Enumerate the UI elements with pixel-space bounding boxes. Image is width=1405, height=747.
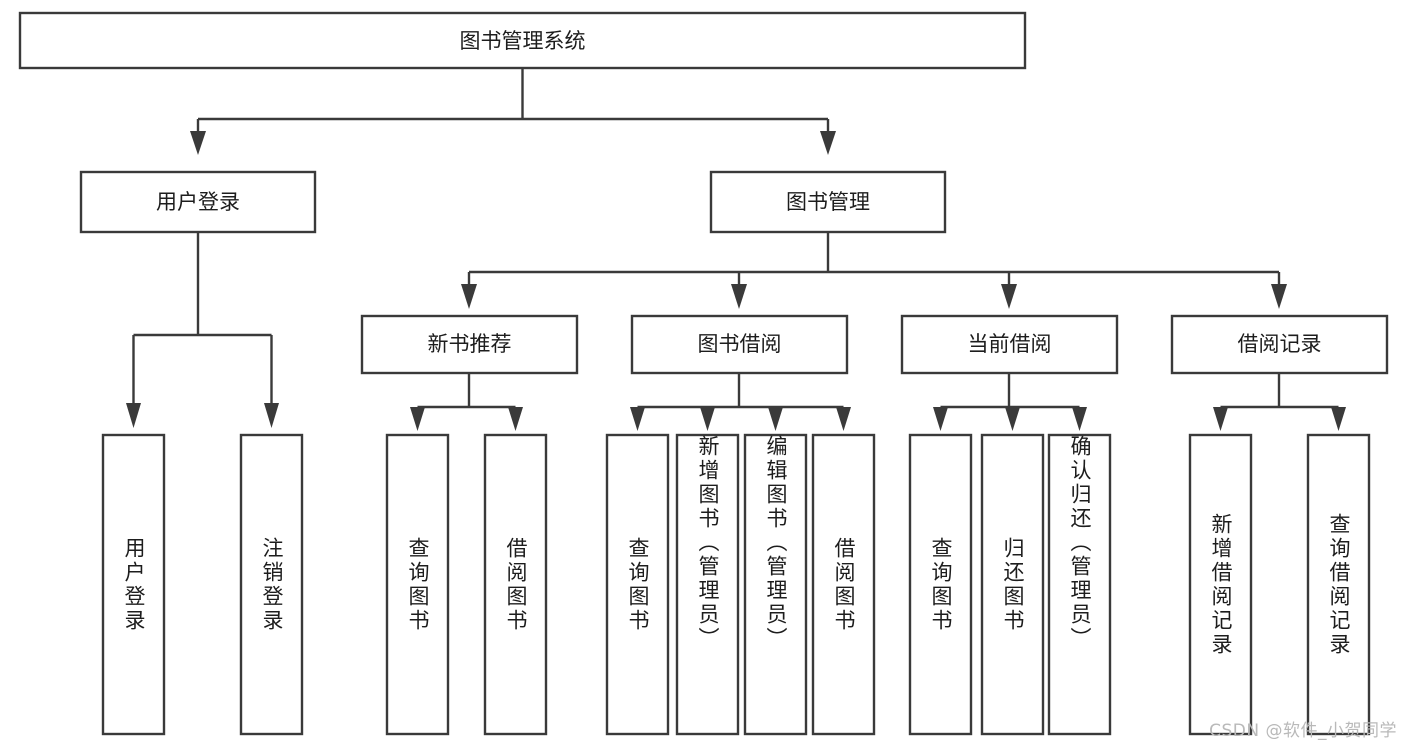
node-leaf-query-record-box[interactable] — [1306, 433, 1371, 736]
connector-group-borrow-record — [1213, 373, 1346, 431]
connector-group-current-borrow — [933, 373, 1087, 431]
arrow-head-leaf-confirm-return — [1072, 407, 1087, 431]
node-leaf-return-book-box[interactable] — [980, 433, 1045, 736]
node-book-manage-label: 图书管理 — [786, 190, 870, 214]
arrow-head-leaf-query-book-2 — [630, 407, 645, 431]
arrow-head-leaf-user-login — [126, 403, 141, 428]
arrow-head-leaf-add-book — [700, 407, 715, 431]
connector-group-book-manage — [461, 232, 1287, 309]
arrow-head-leaf-edit-book — [768, 407, 783, 431]
node-leaf-borrow-book-1-box[interactable] — [483, 433, 548, 736]
node-borrow-record-box[interactable] — [1170, 314, 1389, 375]
node-leaf-query-book-3-box[interactable] — [908, 433, 973, 736]
arrow-head-book-borrow — [731, 284, 747, 309]
arrow-head-leaf-query-book-1 — [410, 407, 425, 431]
connector-group-new-book-rec — [410, 373, 523, 431]
arrow-head-leaf-return-book — [1005, 407, 1020, 431]
node-leaf-query-book-2-box[interactable] — [605, 433, 670, 736]
node-leaf-add-record-box[interactable] — [1188, 433, 1253, 736]
node-leaf-edit-book-box[interactable] — [743, 433, 808, 736]
node-root[interactable]: 图书管理系统 — [18, 11, 1027, 70]
connector-group-root — [190, 68, 836, 155]
node-current-borrow-label: 当前借阅 — [968, 332, 1052, 356]
arrow-head-leaf-query-record — [1331, 407, 1346, 431]
arrow-head-leaf-user-logout — [264, 403, 279, 428]
node-book-borrow[interactable]: 图书借阅 — [630, 314, 849, 375]
node-book-manage-box[interactable] — [709, 170, 947, 234]
node-new-book-rec-box[interactable] — [360, 314, 579, 375]
csdn-watermark: CSDN @软件_小贺同学 — [1209, 721, 1397, 741]
arrow-head-user-login — [190, 131, 206, 155]
node-leaf-add-book-box[interactable] — [675, 433, 740, 736]
node-user-login-label: 用户登录 — [156, 190, 240, 214]
arrow-head-book-manage — [820, 131, 836, 155]
arrow-head-current-borrow — [1001, 284, 1017, 309]
node-book-borrow-label: 图书借阅 — [698, 332, 782, 356]
node-new-book-rec-label: 新书推荐 — [428, 332, 512, 356]
node-leaf-user-logout-box[interactable] — [239, 433, 304, 736]
connector-group-user-login — [126, 232, 279, 428]
node-user-login[interactable]: 用户登录 — [79, 170, 317, 234]
arrow-head-borrow-record — [1271, 284, 1287, 309]
arrow-head-leaf-add-record — [1213, 407, 1228, 431]
node-current-borrow-box[interactable] — [900, 314, 1119, 375]
arrow-head-leaf-borrow-book-1 — [508, 407, 523, 431]
node-leaf-query-book-1-box[interactable] — [385, 433, 450, 736]
node-borrow-record-label: 借阅记录 — [1238, 332, 1322, 356]
node-current-borrow[interactable]: 当前借阅 — [900, 314, 1119, 375]
arrow-head-new-book-rec — [461, 284, 477, 309]
node-leaf-confirm-return-box[interactable] — [1047, 433, 1112, 736]
node-leaf-borrow-book-2-box[interactable] — [811, 433, 876, 736]
node-book-manage[interactable]: 图书管理 — [709, 170, 947, 234]
node-user-login-box[interactable] — [79, 170, 317, 234]
arrow-head-leaf-query-book-3 — [933, 407, 948, 431]
node-root-box[interactable] — [18, 11, 1027, 70]
node-leaf-user-login-box[interactable] — [101, 433, 166, 736]
node-borrow-record[interactable]: 借阅记录 — [1170, 314, 1389, 375]
connector-group-book-borrow — [630, 373, 851, 431]
node-root-label: 图书管理系统 — [460, 29, 586, 53]
arrow-head-leaf-borrow-book-2 — [836, 407, 851, 431]
node-new-book-rec[interactable]: 新书推荐 — [360, 314, 579, 375]
node-book-borrow-box[interactable] — [630, 314, 849, 375]
